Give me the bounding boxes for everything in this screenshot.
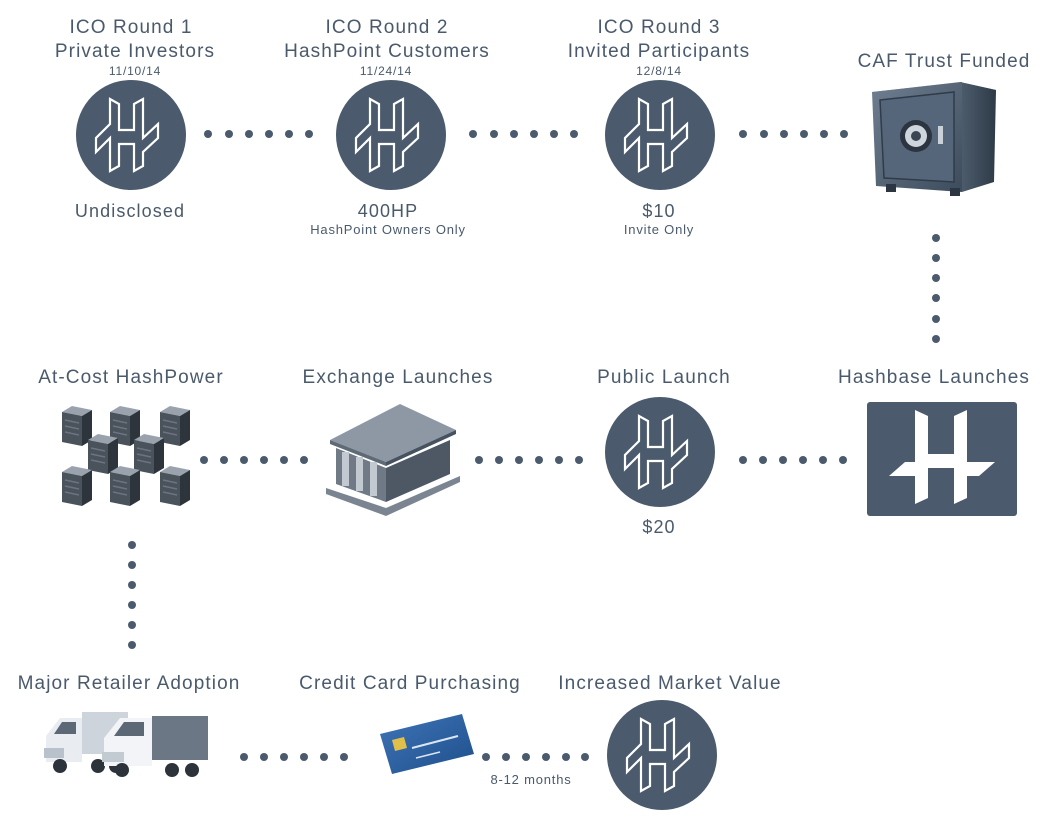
connector-dot <box>475 456 483 464</box>
connector-dot <box>932 274 940 282</box>
connector-dot <box>581 753 589 761</box>
hashbase-title: Hashbase Launches <box>838 367 1030 388</box>
connector-dot <box>220 456 228 464</box>
connector-dot <box>128 581 136 589</box>
exchange-title: Exchange Launches <box>302 367 494 388</box>
connector-dot <box>542 753 550 761</box>
ico2-subtitle: HashPoint Customers <box>284 41 490 62</box>
server-cubes-icon <box>56 402 202 512</box>
ico2-note: HashPoint Owners Only <box>310 222 466 237</box>
connector-dot <box>482 753 490 761</box>
connector-dot <box>285 130 293 138</box>
connector-dot <box>839 456 847 464</box>
connector-dot <box>320 753 328 761</box>
ico3-hashcoin-logo-icon <box>605 80 715 190</box>
connector-dot <box>739 130 747 138</box>
public-value: $20 <box>642 517 676 537</box>
market-hashcoin-logo-icon <box>607 700 717 810</box>
connector-dot <box>760 130 768 138</box>
connector-dot <box>759 456 767 464</box>
ico1-title: ICO Round 1 <box>69 17 193 38</box>
connector-dot <box>128 601 136 609</box>
trucks-icon <box>40 706 212 780</box>
connector-dot <box>265 130 273 138</box>
connector-dot <box>260 456 268 464</box>
ico2-hashcoin-logo-icon <box>336 80 446 190</box>
bank-building-icon <box>326 400 464 520</box>
connector-dot <box>204 130 212 138</box>
ico1-subtitle: Private Investors <box>54 41 216 62</box>
public-title: Public Launch <box>597 367 731 388</box>
connector-dot <box>840 130 848 138</box>
creditcard-title: Credit Card Purchasing <box>299 673 521 694</box>
connector-dot <box>340 753 348 761</box>
connector-dot <box>490 130 498 138</box>
connector-dot <box>530 130 538 138</box>
connector-dot <box>245 130 253 138</box>
connector-dot <box>300 456 308 464</box>
connector-dot <box>225 130 233 138</box>
caf-title: CAF Trust Funded <box>857 51 1031 72</box>
connector-dot <box>575 456 583 464</box>
connector-dot <box>469 130 477 138</box>
public-hashcoin-logo-icon <box>605 397 715 507</box>
connector-dot <box>128 621 136 629</box>
connector-dot <box>535 456 543 464</box>
market-title: Increased Market Value <box>558 673 782 694</box>
connector-dot <box>555 456 563 464</box>
ico2-date: 11/24/14 <box>359 64 413 78</box>
connector-dot <box>780 130 788 138</box>
connector-dot <box>510 130 518 138</box>
ico1-date: 11/10/14 <box>108 64 162 78</box>
connector-dot <box>932 254 940 262</box>
safe-icon <box>866 74 1000 200</box>
connector-dot <box>280 753 288 761</box>
connector-dot <box>280 456 288 464</box>
connector-dot <box>799 456 807 464</box>
connector-dot <box>128 641 136 649</box>
connector-dot <box>550 130 558 138</box>
connector-dot <box>932 294 940 302</box>
ico1-hashcoin-logo-icon <box>76 80 186 190</box>
ico3-date: 12/8/14 <box>636 64 682 78</box>
retailer-title: Major Retailer Adoption <box>17 673 241 694</box>
connector-dot <box>240 753 248 761</box>
connector-dot <box>502 753 510 761</box>
connector-dot <box>570 130 578 138</box>
connector-dot <box>200 456 208 464</box>
connector-dot <box>932 234 940 242</box>
credit-card-icon <box>378 712 476 776</box>
atcost-title: At-Cost HashPower <box>38 367 224 388</box>
connector-dot <box>128 541 136 549</box>
ico2-value: 400HP <box>357 201 419 221</box>
connector-dot <box>515 456 523 464</box>
connector-dot <box>495 456 503 464</box>
connector-dot <box>739 456 747 464</box>
hashbase-logo-icon <box>867 402 1017 516</box>
connector-dot <box>300 753 308 761</box>
ico3-subtitle: Invited Participants <box>567 41 751 62</box>
connector-dot <box>562 753 570 761</box>
connector-dot <box>240 456 248 464</box>
connector-dot <box>932 315 940 323</box>
connector-dot <box>800 130 808 138</box>
connector-dot <box>522 753 530 761</box>
connector-dot <box>819 456 827 464</box>
ico3-title: ICO Round 3 <box>597 17 721 38</box>
connector-dot <box>932 335 940 343</box>
connector-dot <box>779 456 787 464</box>
ico3-note: Invite Only <box>623 222 695 237</box>
ico1-value: Undisclosed <box>74 201 186 221</box>
connector-dot <box>305 130 313 138</box>
market-note: 8-12 months <box>490 772 572 787</box>
ico2-title: ICO Round 2 <box>325 17 449 38</box>
connector-dot <box>128 561 136 569</box>
connector-dot <box>260 753 268 761</box>
ico3-value: $10 <box>642 201 676 221</box>
connector-dot <box>820 130 828 138</box>
